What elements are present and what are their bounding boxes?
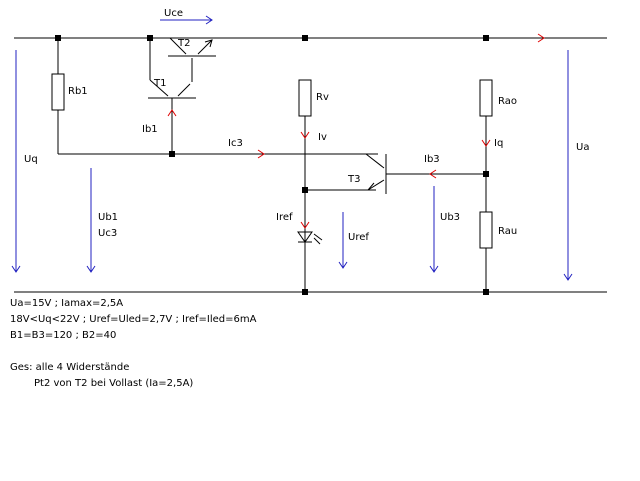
label-uce: Uce	[164, 8, 183, 19]
arrow-ub3-head	[429, 265, 439, 273]
label-rao: Rao	[498, 96, 517, 107]
t2-emitter	[197, 39, 213, 55]
note-line-2: 18V<Uq<22V ; Uref=Uled=2,7V ; Iref=Iled=…	[10, 314, 257, 325]
arrow-ua-head	[563, 273, 573, 281]
arrow-top	[537, 33, 545, 43]
node-gnd-led	[302, 289, 308, 295]
label-ub1: Ub1	[98, 212, 118, 223]
arrow-ic3	[257, 149, 265, 159]
t3-emitter	[367, 179, 385, 191]
label-uc3: Uc3	[98, 228, 117, 239]
label-t2: T2	[177, 38, 190, 49]
node-rb1	[55, 35, 61, 41]
arrow-ib1	[167, 109, 177, 117]
rv-resistor	[298, 79, 312, 117]
note-line-1: Ua=15V ; Iamax=2,5A	[10, 298, 124, 309]
t3-emitter-arrow	[366, 182, 376, 191]
label-ib1: Ib1	[142, 124, 158, 135]
t1-emitter	[177, 83, 191, 97]
label-rau: Rau	[498, 226, 517, 237]
led-symbol	[297, 231, 313, 243]
note-line-5: Pt2 von T2 bei Vollast (Ia=2,5A)	[34, 378, 194, 389]
node-rv	[302, 35, 308, 41]
arrow-ub1-head	[86, 265, 96, 273]
label-uq: Uq	[24, 154, 38, 165]
label-ib3: Ib3	[424, 154, 440, 165]
label-t1: T1	[153, 78, 166, 89]
arrow-uref-head	[338, 261, 348, 269]
label-ub3: Ub3	[440, 212, 460, 223]
rao-resistor	[479, 79, 493, 117]
arrow-uce-head	[205, 15, 213, 25]
label-rv: Rv	[316, 92, 329, 103]
label-iq: Iq	[494, 138, 503, 149]
label-ic3: Ic3	[228, 138, 243, 149]
node-gnd-rau	[483, 289, 489, 295]
node-t1	[147, 35, 153, 41]
label-uref: Uref	[348, 232, 369, 243]
arrow-iq	[481, 139, 491, 147]
label-rb1: Rb1	[68, 86, 88, 97]
note-line-3: B1=B3=120 ; B2=40	[10, 330, 117, 341]
note-line-4: Ges: alle 4 Widerstände	[10, 362, 130, 373]
arrow-ib3	[429, 169, 437, 179]
t3-collector	[365, 153, 385, 169]
rb1-resistor	[51, 73, 65, 111]
label-ua: Ua	[576, 142, 589, 153]
led-ray-2	[313, 237, 321, 245]
node-t3c	[302, 187, 308, 193]
t2-emitter-arrow	[204, 39, 213, 48]
label-iv: Iv	[318, 132, 327, 143]
arrow-iv	[300, 131, 310, 139]
led-ray-1	[313, 233, 323, 241]
node-rao	[483, 35, 489, 41]
label-t3: T3	[347, 174, 360, 185]
t2-collector	[169, 37, 187, 55]
node-div	[483, 171, 489, 177]
rau-resistor	[479, 211, 493, 249]
node-base	[169, 151, 175, 157]
t1-collector	[149, 79, 169, 97]
label-iref: Iref	[276, 212, 293, 223]
notes-block: Ua=15V ; Iamax=2,5A 18V<Uq<22V ; Uref=Ul…	[10, 296, 256, 392]
arrow-iref	[300, 221, 310, 229]
arrow-uq-head	[11, 265, 21, 273]
